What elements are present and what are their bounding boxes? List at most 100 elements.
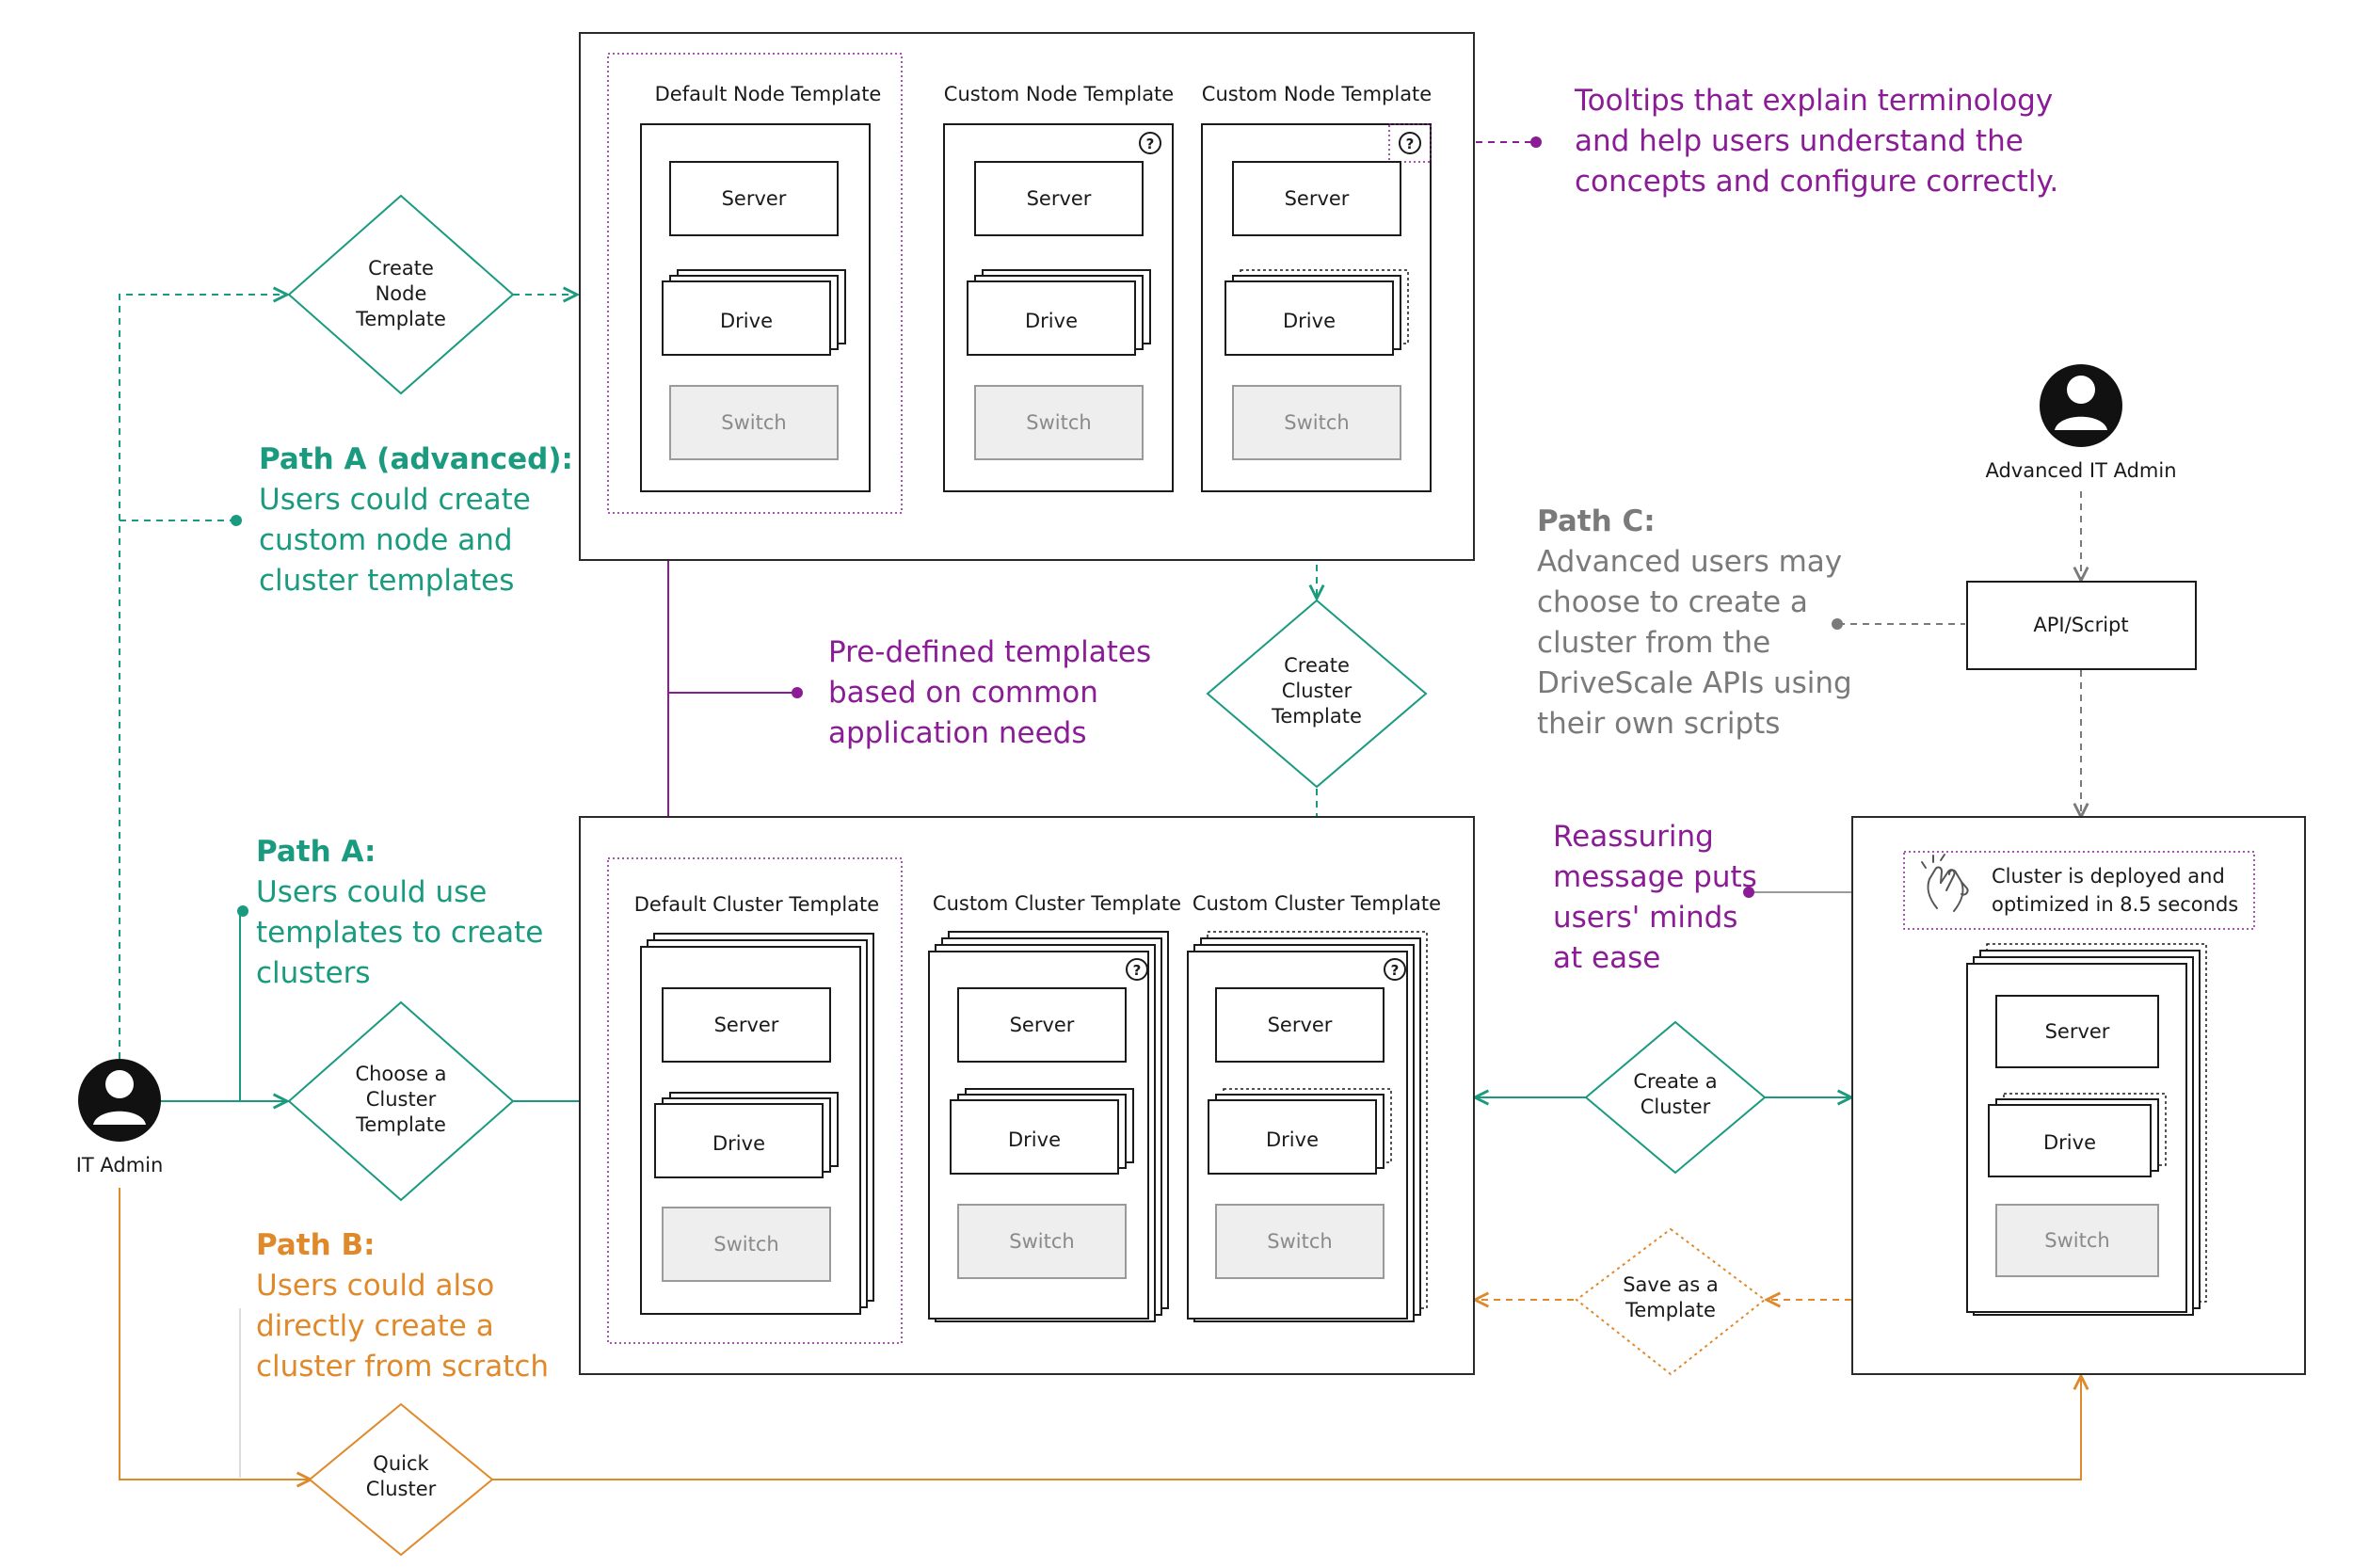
custom-node-template-card-1[interactable]: ? Server Drive Switch bbox=[943, 123, 1174, 492]
api-script-box[interactable]: API/Script bbox=[1966, 581, 2197, 670]
svg-text:Server: Server bbox=[1010, 1014, 1075, 1036]
svg-text:Path A (advanced):: Path A (advanced): bbox=[259, 442, 573, 476]
drive-stack: Drive bbox=[967, 269, 1151, 356]
svg-text:concepts and configure correct: concepts and configure correctly. bbox=[1575, 165, 2058, 199]
default-node-template-highlight bbox=[607, 53, 903, 514]
decision-quick-cluster[interactable]: Quick Cluster bbox=[308, 1402, 494, 1557]
connector-quick-cluster-to-deployed bbox=[492, 1376, 2081, 1480]
svg-text:Create: Create bbox=[1284, 654, 1350, 677]
server-box: Server bbox=[957, 987, 1127, 1063]
custom-node-template-card-2[interactable]: ? Server Drive Switch bbox=[1201, 123, 1432, 492]
advanced-it-admin-actor[interactable]: Advanced IT Admin bbox=[1985, 364, 2177, 482]
switch-box: Switch bbox=[1995, 1204, 2159, 1277]
question-circle-icon[interactable]: ? bbox=[1384, 958, 1406, 981]
svg-text:Drive: Drive bbox=[2043, 1131, 2096, 1154]
svg-text:Cluster: Cluster bbox=[366, 1478, 437, 1500]
custom-cluster-template-2-title: Custom Cluster Template bbox=[1193, 892, 1441, 915]
svg-text:Quick: Quick bbox=[373, 1452, 429, 1475]
svg-text:Template: Template bbox=[355, 308, 446, 330]
drive-stack: Drive bbox=[1225, 269, 1409, 356]
svg-text:Server: Server bbox=[722, 187, 787, 210]
decision-create-cluster[interactable]: Create a Cluster bbox=[1584, 1020, 1767, 1175]
svg-text:templates to create: templates to create bbox=[256, 916, 543, 950]
decision-choose-cluster-template[interactable]: Choose a Cluster Template bbox=[287, 1000, 515, 1202]
svg-text:clusters: clusters bbox=[256, 956, 371, 990]
annotation-path-a-advanced: Path A (advanced): Users could create cu… bbox=[259, 442, 573, 598]
svg-text:?: ? bbox=[1146, 136, 1155, 152]
svg-text:DriveScale APIs using: DriveScale APIs using bbox=[1537, 666, 1852, 700]
svg-text:Cluster: Cluster bbox=[1641, 1096, 1711, 1118]
user-icon bbox=[78, 1059, 161, 1142]
svg-text:Server: Server bbox=[714, 1014, 779, 1036]
connector-admin-to-node-template bbox=[119, 295, 287, 1059]
default-node-template-card[interactable]: Server Drive Switch bbox=[640, 123, 871, 492]
it-admin-label: IT Admin bbox=[76, 1154, 164, 1176]
user-icon bbox=[2040, 364, 2122, 447]
default-node-template-title: Default Node Template bbox=[655, 83, 882, 105]
custom-cluster-template-card-2[interactable]: ? Server Drive Switch bbox=[1187, 931, 1428, 1322]
default-cluster-template-card[interactable]: Server Drive Switch bbox=[640, 933, 874, 1315]
server-box: Server bbox=[1215, 987, 1385, 1063]
connector-predefined bbox=[667, 513, 795, 858]
svg-text:and help users understand the: and help users understand the bbox=[1575, 124, 2024, 158]
decision-save-as-template[interactable]: Save as a Template bbox=[1575, 1227, 1767, 1376]
switch-box: Switch bbox=[957, 1204, 1127, 1279]
svg-text:Cluster: Cluster bbox=[366, 1088, 437, 1111]
custom-node-template-1-title: Custom Node Template bbox=[944, 83, 1174, 105]
server-box: Server bbox=[669, 161, 839, 236]
node-templates-frame: Default Node Template Custom Node Templa… bbox=[579, 32, 1475, 561]
annotation-path-b: Path B: Users could also directly create… bbox=[256, 1228, 549, 1384]
annotation-tooltips: Tooltips that explain terminology and he… bbox=[1574, 84, 2058, 199]
drive-stack: Drive bbox=[1208, 1088, 1392, 1175]
switch-box: Switch bbox=[669, 385, 839, 460]
svg-text:?: ? bbox=[1391, 962, 1400, 979]
svg-text:Reassuring: Reassuring bbox=[1553, 820, 1714, 854]
server-box: Server bbox=[1995, 995, 2159, 1068]
drive-stack: Drive bbox=[662, 269, 846, 356]
drive-stack: Drive bbox=[654, 1092, 839, 1178]
svg-text:their own scripts: their own scripts bbox=[1537, 707, 1780, 741]
annotation-reassuring: Reassuring message puts users' minds at … bbox=[1553, 820, 1757, 975]
cluster-templates-frame: Default Cluster Template Custom Cluster … bbox=[579, 816, 1475, 1375]
svg-text:Users could also: Users could also bbox=[256, 1269, 494, 1303]
svg-text:Drive: Drive bbox=[1283, 310, 1336, 332]
svg-text:Switch: Switch bbox=[1267, 1230, 1332, 1253]
svg-text:choose to create a: choose to create a bbox=[1537, 585, 1808, 619]
svg-text:users' minds: users' minds bbox=[1553, 901, 1737, 935]
svg-text:Switch: Switch bbox=[1009, 1230, 1074, 1253]
svg-text:Path A:: Path A: bbox=[256, 835, 376, 869]
question-circle-icon[interactable]: ? bbox=[1126, 958, 1148, 981]
svg-text:Drive: Drive bbox=[1008, 1128, 1061, 1151]
switch-box: Switch bbox=[1232, 385, 1401, 460]
custom-cluster-template-1-title: Custom Cluster Template bbox=[933, 892, 1181, 915]
svg-text:Server: Server bbox=[2045, 1020, 2110, 1043]
server-box: Server bbox=[974, 161, 1144, 236]
svg-text:Choose a: Choose a bbox=[355, 1063, 446, 1085]
switch-box: Switch bbox=[662, 1207, 831, 1282]
svg-text:Create a: Create a bbox=[1633, 1070, 1717, 1093]
deployed-cluster-card[interactable]: Server Drive Switch bbox=[1966, 943, 2207, 1316]
svg-text:Server: Server bbox=[1027, 187, 1092, 210]
svg-text:Switch: Switch bbox=[1026, 411, 1091, 434]
dot-reassuring bbox=[1743, 887, 1754, 898]
svg-text:Node: Node bbox=[376, 282, 427, 305]
svg-text:Switch: Switch bbox=[2044, 1229, 2109, 1252]
svg-text:cluster from scratch: cluster from scratch bbox=[256, 1350, 549, 1384]
svg-text:Advanced users may: Advanced users may bbox=[1537, 545, 1842, 579]
svg-text:Path B:: Path B: bbox=[256, 1228, 376, 1262]
svg-text:Drive: Drive bbox=[1025, 310, 1078, 332]
decision-create-cluster-template[interactable]: Create Cluster Template bbox=[1206, 599, 1428, 789]
drive-stack: Drive bbox=[1988, 1093, 2167, 1177]
svg-text:Switch: Switch bbox=[713, 1233, 778, 1256]
dot-path-c bbox=[1832, 618, 1843, 630]
question-circle-icon[interactable]: ? bbox=[1399, 132, 1421, 154]
svg-text:at ease: at ease bbox=[1553, 941, 1660, 975]
svg-text:Server: Server bbox=[1268, 1014, 1333, 1036]
custom-cluster-template-card-1[interactable]: ? Server Drive Switch bbox=[928, 931, 1169, 1322]
annotation-path-c: Path C: Advanced users may choose to cre… bbox=[1537, 504, 1852, 741]
deployed-message-line-1: Cluster is deployed and bbox=[1992, 865, 2225, 888]
question-circle-icon[interactable]: ? bbox=[1139, 132, 1161, 154]
it-admin-actor[interactable]: IT Admin bbox=[76, 1059, 164, 1176]
decision-create-node-template[interactable]: Create Node Template bbox=[287, 194, 515, 395]
